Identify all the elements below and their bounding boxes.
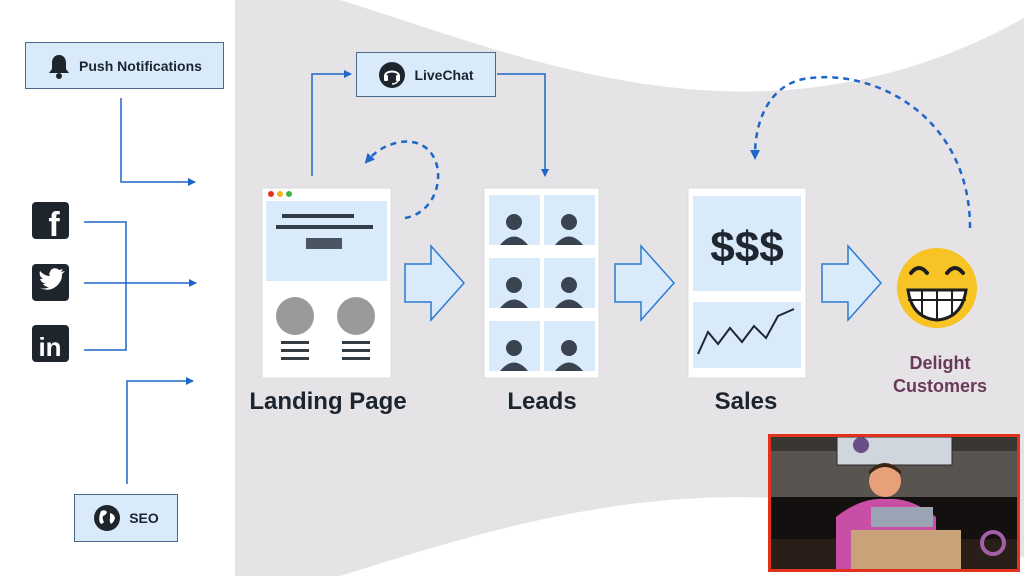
delight-customers-label: Delight Customers (870, 352, 1010, 398)
svg-text:in: in (38, 332, 61, 362)
seo-label: SEO (129, 510, 159, 526)
flow-arrow-2 (614, 244, 676, 322)
speaker-video-inset (768, 434, 1020, 572)
push-connector (120, 98, 196, 186)
livechat-label: LiveChat (414, 66, 474, 83)
linkedin-icon: in (32, 325, 69, 362)
headset-icon (379, 61, 406, 88)
delight-line-2: Customers (892, 376, 988, 396)
svg-text:f: f (48, 206, 60, 244)
push-notifications-box: Push Notifications (25, 42, 224, 89)
smiley-icon (897, 248, 977, 328)
twitter-icon (32, 264, 69, 301)
leads-label: Leads (507, 388, 577, 415)
globe-icon (94, 505, 121, 531)
social-connector (84, 221, 127, 351)
sales-trend-line (697, 308, 795, 355)
landing-livechat-connector (311, 70, 352, 176)
flow-arrow-1 (404, 244, 466, 322)
flow-arrow-3 (821, 244, 883, 322)
livechat-box: LiveChat (356, 52, 496, 97)
livechat-leads-connector (497, 73, 549, 177)
seo-box: SEO (74, 494, 178, 542)
facebook-icon: f (32, 202, 69, 244)
delight-loop-arrow (750, 75, 972, 229)
leads-card (483, 187, 600, 379)
seo-connector (126, 377, 194, 484)
sales-symbol: $$$ (710, 223, 783, 272)
sales-label: Sales (714, 388, 778, 415)
push-notifications-label: Push Notifications (79, 57, 202, 74)
landing-page-card (261, 187, 392, 379)
delight-line-1: Delight (909, 353, 971, 373)
landing-page-label: Landing Page (249, 388, 407, 415)
sales-card: $$$ (687, 187, 807, 379)
speaker-video-frame (771, 437, 1017, 569)
bell-icon (49, 54, 70, 79)
